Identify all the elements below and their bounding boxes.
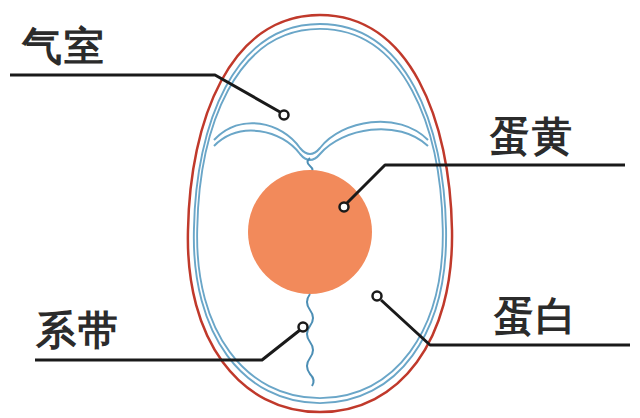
egg-shell (188, 15, 452, 412)
leader-dot (280, 111, 289, 120)
shell-membrane-outer (194, 24, 446, 403)
leader-lines (10, 75, 630, 360)
leader-dot (340, 203, 349, 212)
chalaza-bottom (307, 294, 314, 386)
leader-line (10, 75, 280, 112)
air-cell-membrane-2 (214, 129, 428, 160)
part-label: 气室 (22, 24, 106, 68)
yolk (248, 170, 372, 294)
leader-dots (280, 111, 382, 332)
air-cell-membrane (214, 122, 428, 154)
outer-shell (188, 15, 452, 412)
part-label: 蛋黄 (490, 114, 574, 158)
leader-dot (299, 323, 308, 332)
leader-line (347, 165, 625, 203)
part-label: 系带 (36, 308, 120, 352)
part-label: 蛋白 (494, 294, 578, 338)
leader-dot (373, 292, 382, 301)
